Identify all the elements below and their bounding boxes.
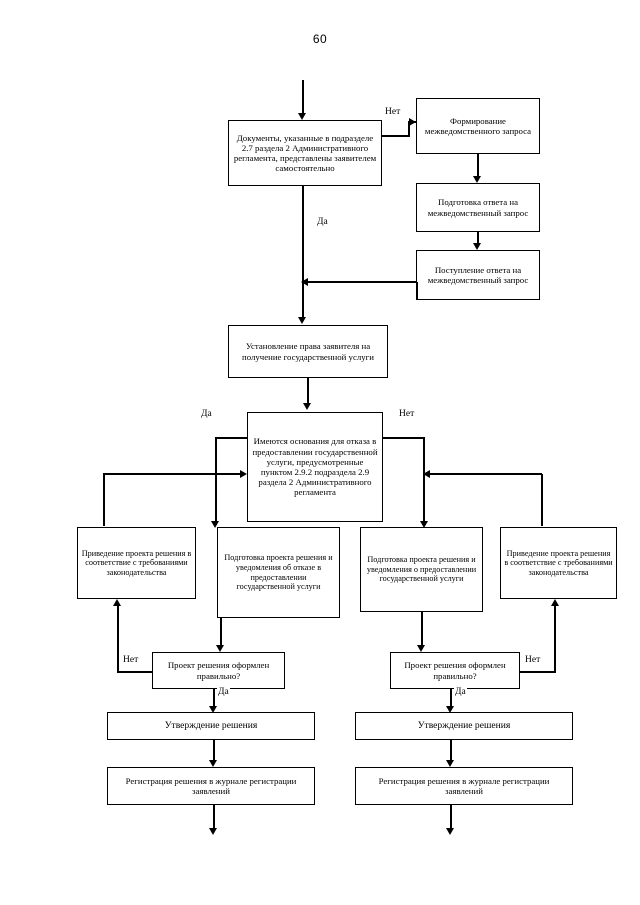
arrowhead-right-feedback-into-decision [423, 470, 430, 479]
connector-no-out-right [383, 437, 425, 439]
connector-yes-left-down [215, 437, 217, 525]
connector-receive-answer-riser [416, 282, 418, 300]
connector-exit-right [450, 805, 452, 830]
node-prepare-interdept-answer[interactable]: Подготовка ответа на межведомственный за… [416, 183, 540, 232]
node-register-decision-right[interactable]: Регистрация решения в журнале регистраци… [355, 767, 573, 805]
arrowhead-yes-right-to-approve [446, 706, 455, 713]
arrowhead-no-to-form-request [409, 117, 416, 126]
node-align-draft-left[interactable]: Приведение проекта решения в соответстви… [77, 527, 196, 599]
node-documents-self-submitted[interactable]: Документы, указанные в подразделе 2.7 ра… [228, 120, 382, 186]
connector-approve-to-register-right [450, 740, 452, 762]
connector-yes-from-documents [302, 186, 304, 318]
connector-no-left-riser [117, 606, 119, 672]
connector-establish-to-refusal-grounds [307, 378, 309, 404]
edge-label-yes-top: Да [316, 217, 329, 227]
node-approve-decision-left[interactable]: Утверждение решения [107, 712, 315, 740]
arrowhead-yes-to-establish-right [298, 317, 307, 324]
node-approve-decision-right[interactable]: Утверждение решения [355, 712, 573, 740]
connector-no-from-documents [382, 135, 410, 137]
arrowhead-form-to-prepare-answer [473, 176, 482, 183]
connector-receive-answer-to-stem [307, 281, 417, 283]
arrowhead-left-feedback-into-decision [240, 470, 247, 479]
connector-right-feedback-into-decision [429, 473, 542, 475]
connector-yes-out-left [215, 437, 248, 439]
page-number: 60 [312, 32, 328, 46]
arrowhead-approve-to-register-left [209, 760, 218, 767]
arrowhead-prepare-to-receive-answer [473, 243, 482, 250]
node-establish-applicant-right[interactable]: Установление права заявителя на получени… [228, 325, 388, 378]
arrowhead-approve-to-register-right [446, 760, 455, 767]
edge-label-no-draft-left: Нет [122, 655, 140, 665]
arrowhead-refusal-draft-to-decision-left [216, 645, 225, 652]
connector-left-feedback-riser [103, 474, 105, 526]
connector-prepare-to-receive-answer [477, 232, 479, 246]
connector-entry-to-documents [302, 80, 304, 114]
arrowhead-entry-down [298, 113, 307, 120]
node-draft-correct-left[interactable]: Проект решения оформлен правильно? [152, 652, 285, 689]
node-receive-interdept-answer[interactable]: Поступление ответа на межведомственный з… [416, 250, 540, 300]
connector-approve-to-register-left [213, 740, 215, 762]
node-prepare-refusal-draft[interactable]: Подготовка проекта решения и уведомления… [217, 527, 340, 618]
connector-no-left-out [117, 671, 152, 673]
connector-left-feedback-into-decision [103, 473, 241, 475]
connector-refusal-draft-to-decision-left [220, 618, 222, 646]
connector-yes-left-to-approve [213, 689, 215, 708]
edge-label-yes-draft-left: Да [217, 687, 230, 697]
arrowhead-receive-answer-to-stem [301, 278, 308, 287]
arrowhead-exit-right [446, 828, 455, 835]
edge-label-no-decision-right: Нет [398, 409, 416, 419]
node-draft-correct-right[interactable]: Проект решения оформлен правильно? [390, 652, 520, 689]
arrowhead-no-left-to-align-draft [113, 599, 122, 606]
connector-form-to-prepare-answer [477, 154, 479, 178]
edge-label-no-draft-right: Нет [524, 655, 542, 665]
connector-no-right-riser [554, 606, 556, 672]
arrowhead-yes-to-prepare-refusal [211, 521, 220, 528]
node-align-draft-right[interactable]: Приведение проекта решения в соответстви… [500, 527, 617, 599]
edge-label-yes-decision-left: Да [200, 409, 213, 419]
connector-grant-draft-to-decision-right [421, 612, 423, 646]
node-prepare-grant-draft[interactable]: Подготовка проекта решения и уведомления… [360, 527, 483, 612]
node-form-interdept-request[interactable]: Формирование межведомственного запроса [416, 98, 540, 154]
arrowhead-yes-left-to-approve [209, 706, 218, 713]
connector-no-riser [408, 122, 410, 136]
edge-label-no-top: Нет [384, 107, 402, 117]
node-refusal-grounds-decision[interactable]: Имеются основания для отказа в предостав… [247, 412, 383, 522]
connector-right-feedback-riser [541, 474, 543, 526]
edge-label-yes-draft-right: Да [454, 687, 467, 697]
connector-no-right-down [423, 437, 425, 525]
arrowhead-exit-left [209, 828, 218, 835]
arrowhead-no-right-to-align-draft [550, 599, 559, 606]
arrowhead-no-to-prepare-grant [419, 521, 428, 528]
arrowhead-grant-draft-to-decision-right [417, 645, 426, 652]
connector-no-right-out [520, 671, 556, 673]
connector-exit-left [213, 805, 215, 830]
connector-yes-right-to-approve [450, 689, 452, 708]
node-register-decision-left[interactable]: Регистрация решения в журнале регистраци… [107, 767, 315, 805]
arrowhead-establish-to-refusal-grounds [303, 403, 312, 410]
